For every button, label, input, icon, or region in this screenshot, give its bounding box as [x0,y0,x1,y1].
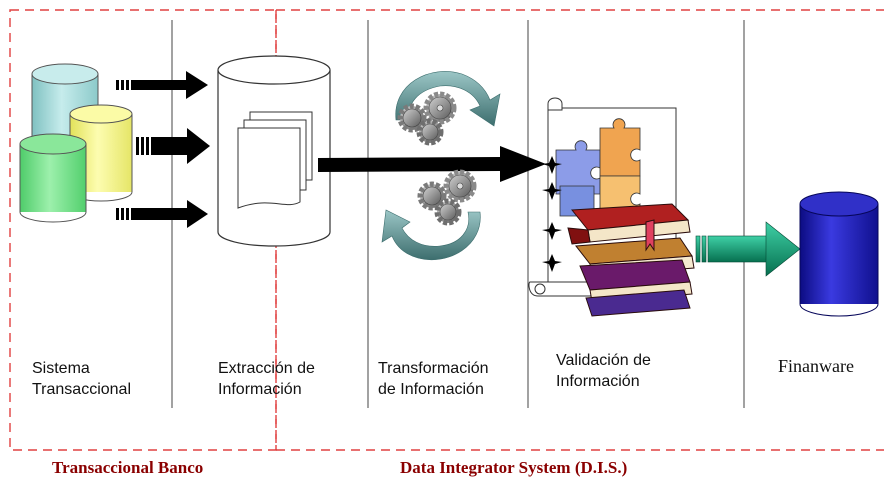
database-cylinder-icon [799,191,879,317]
stage-label-finanware: Finanware [778,356,854,376]
input-arrow-3 [116,200,208,228]
gear-cluster-bottom [417,169,477,226]
book-stack [567,203,695,317]
export-arrow [695,221,801,277]
database-cylinders-icon [19,63,133,223]
cycle-arrow-bottom [381,209,481,260]
stage-label-sistema-transaccional: Sistema Transaccional [32,360,132,398]
documents-cylinder-icon [217,55,331,247]
puzzle-pieces [555,118,641,217]
input-arrows [116,71,210,228]
input-arrow-2 [136,128,210,164]
stage-label-extraccion: Extracción de Información [218,360,315,398]
document-stack [237,111,313,209]
gears-cycle-icon [381,71,501,260]
cycle-arrow-top [395,71,501,127]
main-flow-arrow [318,146,546,182]
cylinder-green [19,133,87,223]
sparkle-marks [542,156,562,272]
scroll-puzzle-books-icon [528,97,695,317]
group-label-transaccional-banco: Transaccional Banco [52,458,204,477]
stage-label-validacion: Validación de Información [556,352,651,390]
input-arrow-1 [116,71,208,99]
group-box-dis [275,9,884,451]
group-label-dis: Data Integrator System (D.I.S.) [400,458,628,477]
stage-label-transformacion: Transformación de Información [378,360,489,398]
gear-cluster-top [397,91,457,146]
